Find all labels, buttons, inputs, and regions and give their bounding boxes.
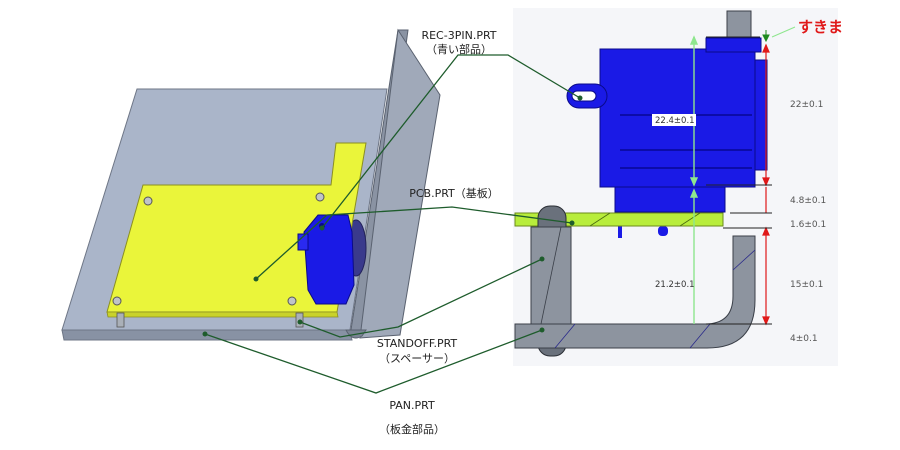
pcb-screw-2	[315, 192, 325, 202]
dim-rec-offset: 4.8±0.1	[790, 196, 826, 206]
pan-hatch-3	[732, 249, 756, 271]
rec-3pin-top	[705, 37, 762, 53]
callout-pan-name: PAN.PRT	[389, 399, 435, 412]
dim-rec-inner-bg	[652, 114, 696, 126]
dim-standoff-height: 15±0.1	[790, 280, 823, 290]
dim-rec-height: 22±0.1	[790, 100, 823, 110]
rec-pin-2	[658, 226, 668, 236]
pcb-hatch-2	[589, 212, 611, 227]
pcb-screw-1	[143, 196, 153, 206]
pcb-hatch-3	[679, 212, 701, 227]
gap-label: すきま	[798, 18, 843, 36]
dim-pcb-thickness: 1.6±0.1	[790, 220, 826, 230]
section-view	[513, 8, 838, 366]
callout-pan-desc: （板金部品）	[379, 422, 445, 436]
rec-3pin-stub	[754, 59, 768, 171]
dim-rec-inner: 22.4±0.1	[655, 116, 695, 126]
dim-lines-red	[762, 43, 770, 326]
standoff-post-1	[116, 312, 125, 328]
pan-section	[514, 235, 756, 349]
pan-upright-face	[359, 28, 441, 339]
standoff-hatch	[540, 226, 562, 325]
leader-dots	[202, 95, 583, 337]
pcb-screw-3	[112, 296, 122, 306]
rec-pin-1	[618, 226, 622, 238]
pcb-edge	[106, 311, 339, 318]
isometric-view	[61, 28, 441, 341]
callout-rec-name: REC-3PIN.PRT	[421, 29, 496, 42]
gap-marker	[762, 26, 796, 43]
dim-pan-thickness: 4±0.1	[790, 334, 818, 344]
callout-pcb: PCB.PRT（基板）	[409, 186, 499, 200]
dim-standoff-total: 21.2±0.1	[655, 280, 695, 290]
pcb-screw-4	[287, 296, 297, 306]
dim-extensions	[706, 36, 772, 325]
dim-lines-green	[689, 35, 699, 324]
leader-lines	[204, 54, 581, 394]
rec-3pin-feet	[614, 186, 726, 213]
callout-rec-desc: （青い部品）	[426, 42, 492, 56]
pan-hatch-2	[689, 323, 711, 349]
upper-post	[726, 10, 752, 42]
pan-hatch-1	[554, 323, 576, 349]
callout-standoff-desc: （スペーサー）	[379, 352, 455, 365]
callout-standoff-name: STANDOFF.PRT	[377, 337, 458, 350]
